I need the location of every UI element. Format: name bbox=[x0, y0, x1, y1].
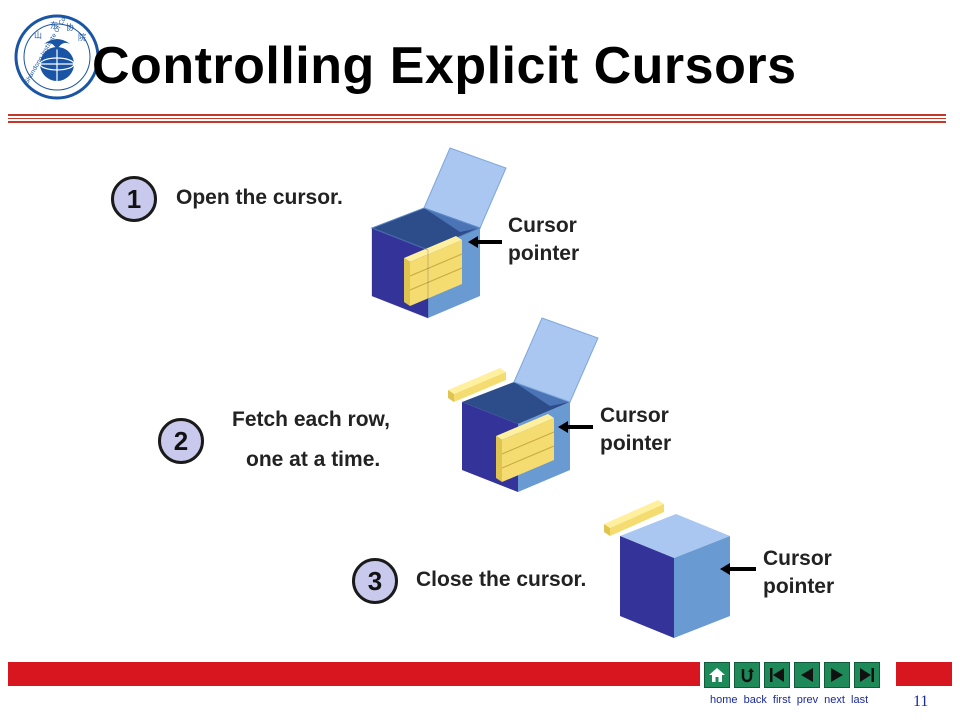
cursor-pointer-label-3: Cursor pointer bbox=[763, 545, 834, 601]
page-number: 11 bbox=[913, 693, 929, 710]
last-icon bbox=[860, 668, 874, 682]
cursor-label-line1: Cursor bbox=[600, 404, 669, 427]
last-button[interactable] bbox=[854, 662, 880, 688]
step-1-text: Open the cursor. bbox=[176, 186, 343, 209]
home-button[interactable] bbox=[704, 662, 730, 688]
title-divider-thin bbox=[8, 118, 946, 119]
prev-button[interactable] bbox=[794, 662, 820, 688]
title-divider-lower bbox=[8, 121, 946, 123]
step-2-text-line2: one at a time. bbox=[246, 448, 381, 471]
closed-box-3 bbox=[620, 514, 730, 638]
footer-bar bbox=[8, 662, 700, 686]
nav-label-last[interactable]: last bbox=[851, 694, 869, 706]
nav-label-next[interactable]: next bbox=[824, 694, 845, 706]
next-button[interactable] bbox=[824, 662, 850, 688]
home-icon bbox=[709, 668, 725, 682]
cursor-label-line2: pointer bbox=[508, 242, 580, 265]
svg-text:东: 东 bbox=[50, 20, 58, 30]
first-button[interactable] bbox=[764, 662, 790, 688]
open-box-2 bbox=[462, 317, 599, 492]
data-rows-1 bbox=[404, 236, 463, 306]
institute-logo: 山 东 协 院 Shandong Institute Of Co bbox=[14, 14, 100, 100]
cursor-label-line2: pointer bbox=[763, 575, 835, 598]
step-3-text: Close the cursor. bbox=[416, 568, 587, 591]
footer-bar-right bbox=[896, 662, 952, 686]
step-2-badge: 2 bbox=[158, 418, 204, 464]
prev-icon bbox=[801, 668, 813, 682]
data-rows-2 bbox=[496, 414, 555, 482]
back-button[interactable] bbox=[734, 662, 760, 688]
nav-label-home[interactable]: home bbox=[710, 694, 738, 706]
cursor-pointer-label-2: Cursor pointer bbox=[600, 402, 671, 458]
fetched-row bbox=[448, 368, 506, 402]
cursor-arrow-2 bbox=[558, 421, 593, 433]
cursor-arrow-3 bbox=[720, 563, 756, 575]
step-2-text-line1: Fetch each row, bbox=[232, 408, 390, 431]
cursor-pointer-label-1: Cursor pointer bbox=[508, 212, 579, 268]
cursor-label-line1: Cursor bbox=[763, 547, 832, 570]
nav-labels: home back first prev next last bbox=[710, 694, 871, 706]
cursor-label-line2: pointer bbox=[600, 432, 672, 455]
title-divider bbox=[8, 114, 946, 116]
open-box-1 bbox=[370, 147, 507, 319]
cursor-arrow-1 bbox=[468, 236, 502, 248]
nav-label-first[interactable]: first bbox=[772, 694, 791, 706]
step-1-badge: 1 bbox=[111, 176, 157, 222]
svg-text:协: 协 bbox=[66, 22, 74, 32]
svg-text:院: 院 bbox=[78, 32, 86, 42]
cursor-label-line1: Cursor bbox=[508, 214, 577, 237]
nav-label-prev[interactable]: prev bbox=[796, 694, 819, 706]
slide-title: Controlling Explicit Cursors bbox=[92, 37, 797, 95]
slide-navigation bbox=[704, 662, 892, 688]
fetched-row-closed bbox=[604, 500, 664, 536]
back-icon bbox=[741, 668, 754, 683]
next-icon bbox=[831, 668, 843, 682]
nav-label-back[interactable]: back bbox=[743, 694, 767, 706]
step-3-badge: 3 bbox=[352, 558, 398, 604]
svg-text:山: 山 bbox=[34, 30, 42, 40]
first-icon bbox=[770, 668, 784, 682]
